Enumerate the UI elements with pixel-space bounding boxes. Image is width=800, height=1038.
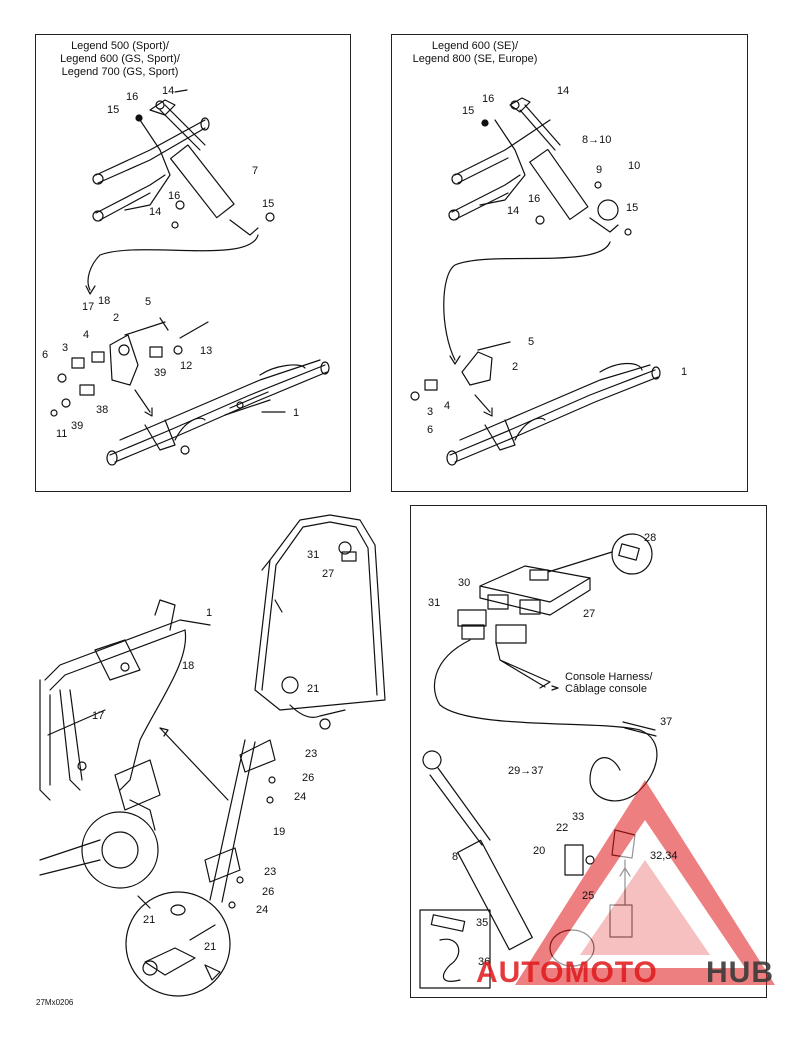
callout: 1 (206, 607, 213, 619)
callout: 3 (62, 342, 69, 354)
callout: 11 (56, 428, 68, 440)
callout: 31 (428, 597, 441, 609)
callout: 23 (305, 748, 318, 760)
callout: 24 (256, 904, 269, 916)
callout: 30 (458, 577, 471, 589)
callout: 21 (307, 683, 320, 695)
callout: 13 (200, 345, 213, 357)
callout: 12 (180, 360, 193, 372)
callout: 37 (660, 716, 673, 728)
callout: 21 (143, 914, 156, 926)
figure-code: 27Mx0206 (36, 998, 74, 1007)
callout: 27 (322, 568, 335, 580)
watermark-text-part-b: HUB (706, 956, 774, 989)
callout: 14 (507, 205, 520, 217)
callout: 8→10 (582, 134, 612, 146)
panel-title-legend-500-700: Legend 500 (Sport)/ Legend 600 (GS, Spor… (40, 40, 200, 79)
diagram-panel-legend-500-700 (35, 34, 351, 492)
title-line: Legend 500 (Sport)/ (71, 40, 169, 52)
callout: 14 (557, 85, 570, 97)
callout: 23 (264, 866, 277, 878)
callout: 17 (92, 710, 105, 722)
callout: 10 (628, 160, 641, 172)
steering-assembly-top-right (410, 97, 661, 466)
harness-label: Console Harness/ Câblage console (565, 671, 745, 695)
callout: 2 (512, 361, 519, 373)
callout: 39 (71, 420, 84, 432)
callout: 38 (96, 404, 109, 416)
callout: 32,34 (650, 850, 678, 862)
harness-label-line: Console Harness/ (565, 671, 653, 683)
callout: 25 (582, 890, 595, 902)
callout: 16 (482, 93, 495, 105)
panel-title-legend-600-800: Legend 600 (SE)/ Legend 800 (SE, Europe) (395, 40, 555, 66)
title-line: Legend 600 (GS, Sport)/ (60, 53, 180, 65)
callout: 29→37 (508, 765, 544, 777)
callout: 22 (556, 822, 569, 834)
callout: 16 (126, 91, 139, 103)
callout: 21 (204, 941, 217, 953)
callout: 31 (307, 549, 320, 561)
callout: 19 (273, 826, 286, 838)
watermark-triangle (515, 780, 775, 985)
callout: 16 (528, 193, 541, 205)
steering-assembly-top-left (50, 89, 330, 466)
callout: 16 (168, 190, 181, 202)
callout: 18 (182, 660, 195, 672)
callout: 15 (626, 202, 639, 214)
callout: 15 (462, 105, 475, 117)
callout: 14 (162, 85, 175, 97)
title-line: Legend 700 (GS, Sport) (61, 66, 179, 78)
callout: 26 (262, 886, 275, 898)
callout: 26 (302, 772, 315, 784)
callout: 18 (98, 295, 111, 307)
callout: 27 (583, 608, 596, 620)
callout: 6 (42, 349, 49, 361)
title-line: Legend 600 (SE)/ (431, 40, 519, 52)
callout: 4 (444, 400, 451, 412)
frame-and-cable-assembly (39, 514, 386, 997)
callout: 5 (145, 296, 152, 308)
callout: 15 (107, 104, 120, 116)
callout: 33 (572, 811, 585, 823)
callout: 17 (82, 301, 95, 313)
harness-label-line: Câblage console (565, 683, 647, 695)
callout: 39 (154, 367, 167, 379)
callout: 8 (452, 851, 459, 863)
callout: 1 (681, 366, 688, 378)
callout: 3 (427, 406, 434, 418)
callout: 15 (262, 198, 275, 210)
callout: 9 (596, 164, 603, 176)
callout: 6 (427, 424, 434, 436)
callout: 5 (528, 336, 535, 348)
callout: 28 (644, 532, 657, 544)
diagram-panel-legend-600-800 (391, 34, 748, 492)
watermark-text-part-a: AUTOMOTO (476, 956, 658, 989)
callout: 36 (478, 956, 491, 968)
callout: 2 (113, 312, 120, 324)
callout: 35 (476, 917, 489, 929)
title-line: Legend 800 (SE, Europe) (412, 53, 538, 65)
callout: 4 (83, 329, 90, 341)
callout: 20 (533, 845, 546, 857)
callout: 14 (149, 206, 162, 218)
callout: 24 (294, 791, 307, 803)
callout: 1 (293, 407, 300, 419)
callout: 7 (252, 165, 259, 177)
